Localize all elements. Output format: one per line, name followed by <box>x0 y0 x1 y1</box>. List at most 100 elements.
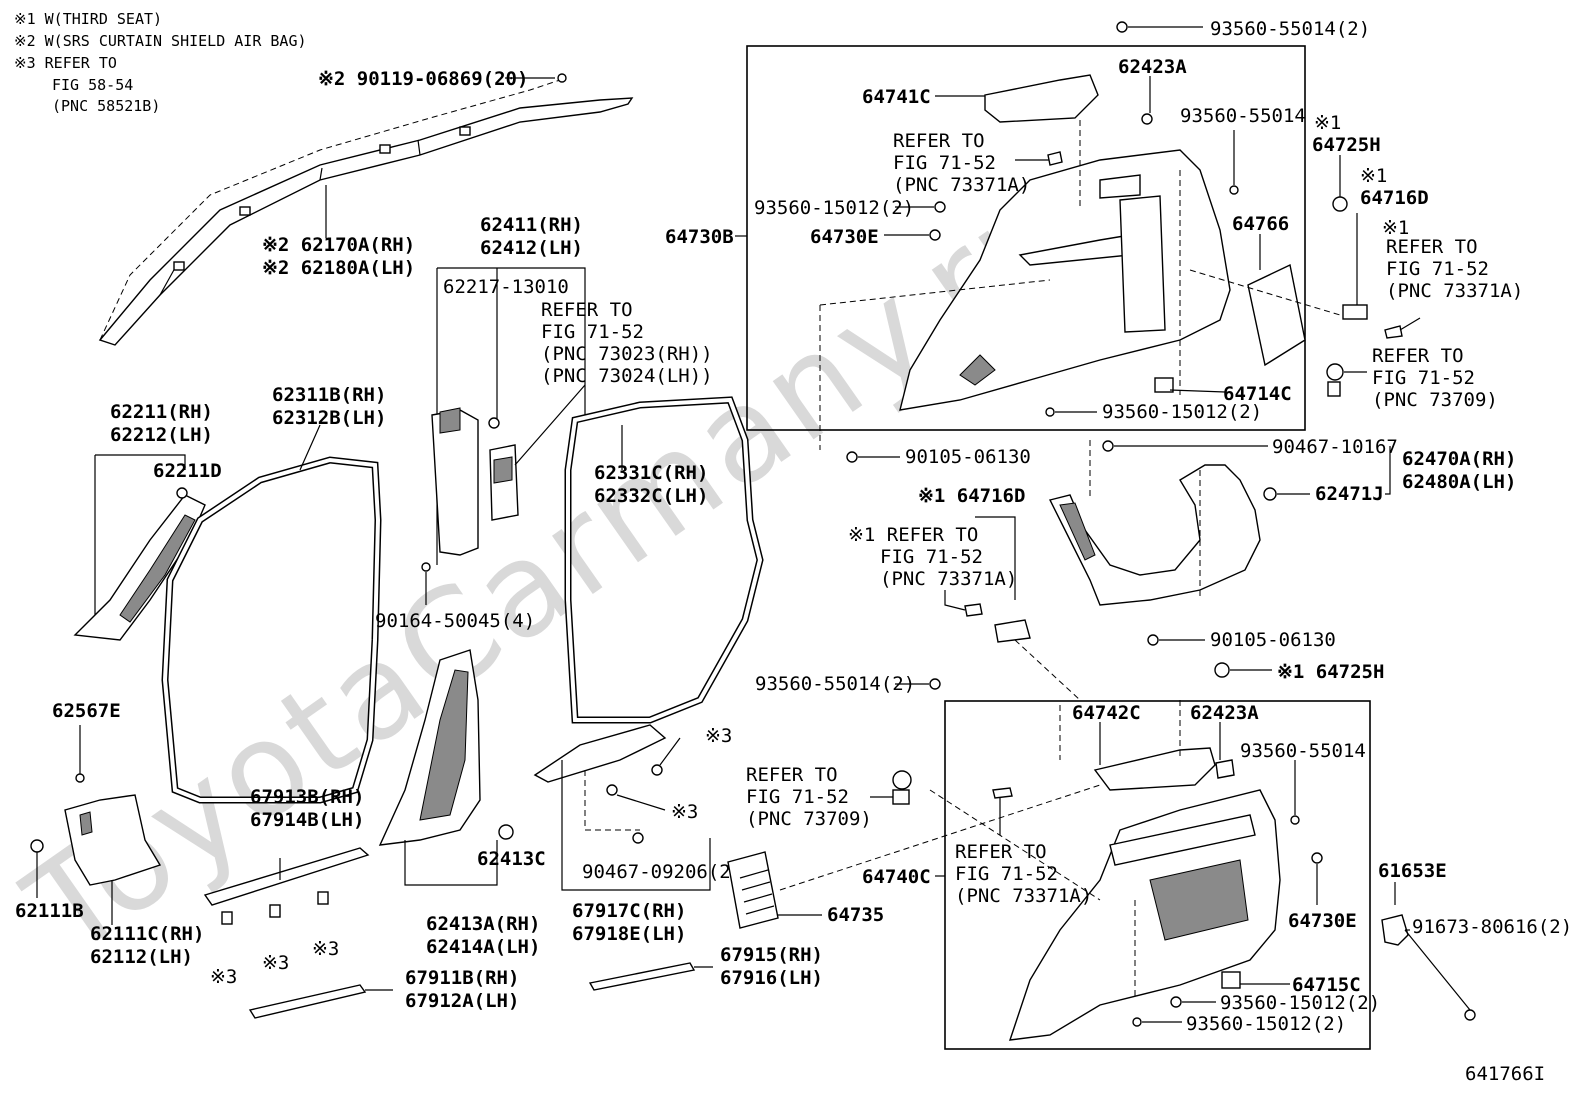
part-label-61653E: 61653E <box>1378 860 1447 882</box>
ref-lower-3: (PNC 73371A) <box>955 885 1092 907</box>
lower-pillar-garnish <box>378 649 514 886</box>
part-label-62311B: 62311B(RH) <box>272 384 386 406</box>
part-label-64716D-upper: 64716D <box>1360 187 1429 209</box>
part-label-67915: 67915(RH) <box>720 944 823 966</box>
part-label-91673-80616: 91673-80616(2) <box>1412 916 1572 938</box>
ref-mark-1a: ※1 <box>1314 112 1341 134</box>
part-label-62212: 62212(LH) <box>110 424 213 446</box>
ref-709b-2: FIG 71-52 <box>746 786 849 808</box>
ref-709b-3: (PNC 73709) <box>746 808 872 830</box>
ref-709b-part <box>870 770 912 805</box>
part-label-62312B: 62312B(LH) <box>272 407 386 429</box>
part-label-93560-55014-lower: 93560-55014 <box>1240 740 1366 762</box>
part-label-64742C: 64742C <box>1072 702 1141 724</box>
part-label-64766: 64766 <box>1232 213 1289 235</box>
part-label-93560-15012-2b: 93560-15012(2) <box>1102 401 1262 423</box>
ref-mark-1c: ※1 <box>1382 217 1409 239</box>
part-label-64741C: 64741C <box>862 86 931 108</box>
part-label-90105-06130-b: 90105-06130 <box>1210 629 1336 651</box>
ref-mark-3c: ※3 <box>312 938 339 960</box>
part-label-62411: 62411(RH) <box>480 214 583 236</box>
lower-rear-trim-box <box>944 700 1371 1050</box>
part-label-64715C: 64715C <box>1292 974 1361 996</box>
part-label-93560-55014-2a: 93560-55014(2) <box>1210 18 1370 40</box>
part-label-62111C: 62111C(RH) <box>90 923 204 945</box>
ref-mark-1b: ※1 <box>1360 165 1387 187</box>
lower-pocket-64742C <box>1093 722 1216 791</box>
front-door-weatherstrip <box>161 424 382 804</box>
ref-upper-2: FIG 71-52 <box>893 152 996 174</box>
ref-mark-3e: ※3 <box>671 801 698 823</box>
part-label-62423A-upper: 62423A <box>1118 56 1187 78</box>
ref-709a-2: FIG 71-52 <box>1372 367 1475 389</box>
part-label-67918E: 67918E(LH) <box>572 923 686 945</box>
ref-label-b-pillar-3: (PNC 73023(RH)) <box>541 343 713 365</box>
note-line-5: (PNC 58521B) <box>52 97 160 115</box>
part-label-93560-15012-2c: 93560-15012(2) <box>1220 992 1380 1014</box>
ref-lower-2: FIG 71-52 <box>955 863 1058 885</box>
note-line-2: ※2 W(SRS CURTAIN SHIELD AIR BAG) <box>14 32 307 50</box>
part-label-90164-50045: 90164-50045(4) <box>375 610 535 632</box>
part-label-62211D: 62211D <box>153 460 222 482</box>
part-label-62211: 62211(RH) <box>110 401 213 423</box>
ref-709a-1: REFER TO <box>1372 345 1464 367</box>
upper-rear-trim-box <box>746 45 1306 431</box>
part-label-64716D-mid: ※1 64716D <box>918 485 1025 507</box>
part-label-93560-15012-2a: 93560-15012(2) <box>754 197 914 219</box>
ref-mark-3b: ※3 <box>262 952 289 974</box>
part-label-62567E: 62567E <box>52 700 121 722</box>
ref-label-b-pillar-2: FIG 71-52 <box>541 321 644 343</box>
part-label-93560-55014-2b: 93560-55014(2) <box>755 673 915 695</box>
mid-64716D-group <box>944 516 1081 701</box>
center-pillar-garnish <box>421 267 586 605</box>
ref-mark-3a: ※3 <box>210 966 237 988</box>
grille-64735 <box>727 851 822 929</box>
part-label-90119-06869: ※2 90119-06869(20) <box>318 68 528 90</box>
part-label-62414A: 62414A(LH) <box>426 936 540 958</box>
ref-mark-3d: ※3 <box>705 725 732 747</box>
ref-709a-3: (PNC 73709) <box>1372 389 1498 411</box>
part-label-90467-10167: 90467-10167 <box>1272 436 1398 458</box>
part-label-62112: 62112(LH) <box>90 946 193 968</box>
part-label-62413C: 62413C <box>477 848 546 870</box>
part-label-62412: 62412(LH) <box>480 237 583 259</box>
part-label-93560-15012-2d: 93560-15012(2) <box>1186 1013 1346 1035</box>
part-label-67913B: 67913B(RH) <box>250 786 364 808</box>
part-label-64730E-upper: 64730E <box>810 226 879 248</box>
ref-mid-1: ※1 REFER TO <box>848 524 978 546</box>
part-label-64730B: 64730B <box>665 226 734 248</box>
front-pillar-garnish <box>73 454 206 641</box>
part-label-67912A: 67912A(LH) <box>405 990 519 1012</box>
ref-right-2: FIG 71-52 <box>1386 258 1489 280</box>
part-label-62111B: 62111B <box>15 900 84 922</box>
part-label-64730E-lower: 64730E <box>1288 910 1357 932</box>
upper-quarter-trim <box>899 149 1231 411</box>
part-label-62480A: 62480A(LH) <box>1402 471 1516 493</box>
part-label-64735: 64735 <box>827 904 884 926</box>
part-label-64740C: 64740C <box>862 866 931 888</box>
lower-quarter-trim <box>1008 789 1290 1041</box>
part-label-62413A: 62413A(RH) <box>426 913 540 935</box>
ref-upper-1: REFER TO <box>893 130 985 152</box>
front-scuff-plate <box>203 847 370 925</box>
part-label-64714C: 64714C <box>1223 383 1292 405</box>
ref-upper-3: (PNC 73371A) <box>893 174 1030 196</box>
part-label-67914B: 67914B(LH) <box>250 809 364 831</box>
mat-64766 <box>1247 234 1306 367</box>
part-label-90467-09206: 90467-09206(2) <box>582 861 742 883</box>
notes-block: ※1 W(THIRD SEAT) ※2 W(SRS CURTAIN SHIELD… <box>14 10 307 115</box>
part-label-64725H-upper: 64725H <box>1312 134 1381 156</box>
rear-door-weatherstrip <box>564 396 764 724</box>
part-label-62471J: 62471J <box>1315 483 1384 505</box>
ref-mid-2: FIG 71-52 <box>880 546 983 568</box>
ref-right-3: (PNC 73371A) <box>1386 280 1523 302</box>
rear-scuff-plate <box>533 724 711 891</box>
note-line-3: ※3 REFER TO <box>14 54 117 72</box>
ref-right-1: REFER TO <box>1386 236 1478 258</box>
ref-mid-3: (PNC 73371A) <box>880 568 1017 590</box>
front-step-plate <box>248 984 393 1019</box>
note-line-4: FIG 58-54 <box>52 76 133 94</box>
ref-lower-1: REFER TO <box>955 841 1047 863</box>
part-label-62217-13010: 62217-13010 <box>443 276 569 298</box>
